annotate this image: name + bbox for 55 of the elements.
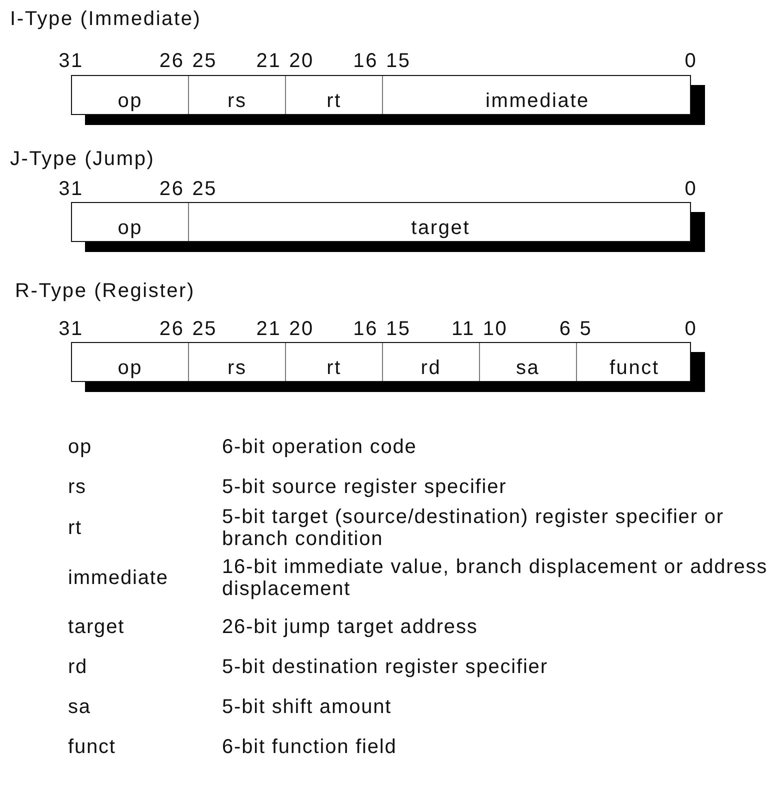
bit-number: 31 <box>58 50 84 72</box>
glossary-definition: 26-bit jump target address <box>222 616 479 638</box>
bit-number: 25 <box>192 178 218 200</box>
bit-field: rd <box>382 343 479 381</box>
glossary-term: sa <box>68 696 92 718</box>
bit-number: 25 <box>192 318 218 340</box>
glossary-term: target <box>68 616 126 638</box>
bit-field: rs <box>188 76 286 114</box>
glossary-definition: 5-bit shift amount <box>222 696 393 718</box>
bit-number: 20 <box>289 50 314 72</box>
glossary-term: op <box>68 436 94 458</box>
bit-number: 26 <box>159 318 184 340</box>
bit-number: 0 <box>684 50 698 72</box>
glossary-definition: 16-bit immediate value, branch displacement or address displacement <box>222 556 769 600</box>
glossary-definition: 5-bit source register specifier <box>222 476 508 498</box>
bit-number: 21 <box>256 318 282 340</box>
glossary-term: funct <box>68 736 117 758</box>
bit-field: sa <box>478 343 576 381</box>
format-heading: R-Type (Register) <box>15 280 195 302</box>
bit-number: 26 <box>159 50 184 72</box>
bit-number: 26 <box>159 178 184 200</box>
bit-number: 21 <box>256 50 282 72</box>
bit-number: 31 <box>58 318 84 340</box>
bit-number: 15 <box>386 50 411 72</box>
bit-field: rs <box>188 343 286 381</box>
bit-number: 0 <box>684 318 698 340</box>
glossary-definition: 5-bit destination register specifier <box>222 656 549 678</box>
bit-field: op <box>72 343 188 381</box>
bit-number: 16 <box>353 318 378 340</box>
bit-field: rt <box>285 343 382 381</box>
glossary-term: immediate <box>68 567 170 589</box>
glossary-term: rs <box>68 476 88 498</box>
bit-number: 10 <box>482 318 508 340</box>
bit-field: funct <box>576 343 692 381</box>
glossary-term: rd <box>68 656 89 678</box>
bit-number: 11 <box>452 318 475 340</box>
bit-field: target <box>188 203 692 241</box>
bit-number: 15 <box>386 318 411 340</box>
bit-field: op <box>72 203 188 241</box>
glossary-definition: 6-bit function field <box>222 736 398 758</box>
glossary-term: rt <box>68 517 84 539</box>
bit-field: op <box>72 76 188 114</box>
bit-number: 31 <box>58 178 84 200</box>
bit-number: 6 <box>559 318 572 340</box>
bit-number: 5 <box>580 318 592 340</box>
bit-number: 0 <box>684 178 698 200</box>
format-heading: I-Type (Immediate) <box>10 8 202 30</box>
glossary-definition: 5-bit target (source/destination) register specifier or branch condition <box>222 506 725 550</box>
bit-number: 25 <box>192 50 218 72</box>
bit-field: immediate <box>382 76 692 114</box>
bit-field: rt <box>285 76 382 114</box>
bit-number: 20 <box>289 318 314 340</box>
format-heading: J-Type (Jump) <box>10 148 155 170</box>
glossary-definition: 6-bit operation code <box>222 436 418 458</box>
bit-number: 16 <box>353 50 378 72</box>
